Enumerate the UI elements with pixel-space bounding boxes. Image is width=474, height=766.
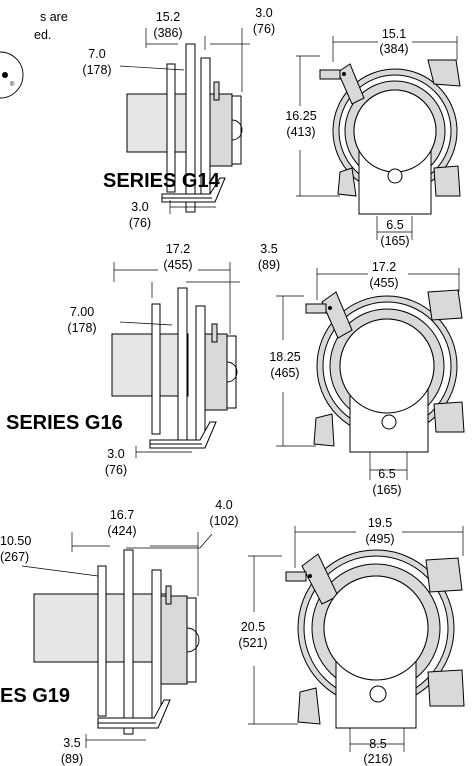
g16-front-width-mm: (455) <box>369 276 398 290</box>
g16-front-base-in: 6.5 <box>378 467 395 481</box>
note-line-1: s are <box>40 10 68 24</box>
g16-front-view <box>305 289 465 453</box>
g14-side-dimensions <box>119 28 250 214</box>
g14-side-flange-mm: (178) <box>82 63 111 77</box>
svg-text:®: ® <box>10 81 15 88</box>
g19-side-view <box>33 549 200 735</box>
g16-front-dimensions <box>276 268 460 480</box>
g14-side-flange-in: 7.0 <box>88 47 105 61</box>
g19-front-dimensions <box>248 526 464 752</box>
g14-front-view <box>319 59 461 215</box>
g14-front-base-mm: (165) <box>380 234 409 248</box>
g19-side-dimensions <box>21 532 213 748</box>
g14-front-dimensions <box>296 36 458 240</box>
g16-side-offset-in: 3.5 <box>260 242 277 256</box>
g19-side-offset-mm: (102) <box>209 514 238 528</box>
g19-front-width-in: 19.5 <box>368 516 392 530</box>
g19-series-title: ES G19 <box>0 685 70 707</box>
g14-front-width-mm: (384) <box>379 42 408 56</box>
g19-side-width-in: 16.7 <box>110 508 134 522</box>
g14-side-base-in: 3.0 <box>131 200 148 214</box>
g16-front-width-in: 17.2 <box>372 260 396 274</box>
g19-front-base-in: 8.5 <box>369 737 386 751</box>
g14-front-height-mm: (413) <box>286 125 315 139</box>
g16-side-view <box>111 287 238 449</box>
g14-side-offset-mm: (76) <box>253 22 275 36</box>
g19-front-height-in: 20.5 <box>241 620 265 634</box>
g14-series-title: SERIES G14 <box>103 170 221 192</box>
g19-front-height-mm: (521) <box>238 636 267 650</box>
g14-front-width-in: 15.1 <box>382 27 406 41</box>
g14-side-offset-in: 3.0 <box>255 6 272 20</box>
g16-side-width-in: 17.2 <box>166 242 190 256</box>
g16-side-base-mm: (76) <box>105 463 127 477</box>
g19-front-width-mm: (495) <box>365 532 394 546</box>
g14-front-height-in: 16.25 <box>285 109 316 123</box>
g19-side-width-mm: (424) <box>107 524 136 538</box>
g16-side-base-in: 3.0 <box>107 447 124 461</box>
g19-side-flange-mm: (267) <box>0 550 29 564</box>
g19-side-flange-in: 10.50 <box>0 534 31 548</box>
g16-side-flange-mm: (178) <box>67 321 96 335</box>
g16-side-width-mm: (455) <box>163 258 192 272</box>
g14-side-base-mm: (76) <box>129 216 151 230</box>
g16-side-flange-in: 7.00 <box>70 305 94 319</box>
g16-front-base-mm: (165) <box>372 483 401 497</box>
ul-mark-icon: ® <box>0 51 24 99</box>
g14-side-width-mm: (386) <box>153 26 182 40</box>
g14-side-width-in: 15.2 <box>156 10 180 24</box>
g19-side-base-in: 3.5 <box>63 736 80 750</box>
note-line-2: ed. <box>34 28 51 42</box>
g19-front-view <box>285 549 465 729</box>
g16-side-offset-mm: (89) <box>258 258 280 272</box>
g14-side-view <box>126 43 243 213</box>
g16-front-height-mm: (465) <box>270 366 299 380</box>
g16-front-height-in: 18.25 <box>269 350 300 364</box>
g16-series-title: SERIES G16 <box>6 412 123 434</box>
g14-front-base-in: 6.5 <box>386 218 403 232</box>
g19-side-base-mm: (89) <box>61 752 83 766</box>
g19-side-offset-in: 4.0 <box>215 498 232 512</box>
g16-side-dimensions <box>113 262 240 458</box>
g19-front-base-mm: (216) <box>363 752 392 766</box>
